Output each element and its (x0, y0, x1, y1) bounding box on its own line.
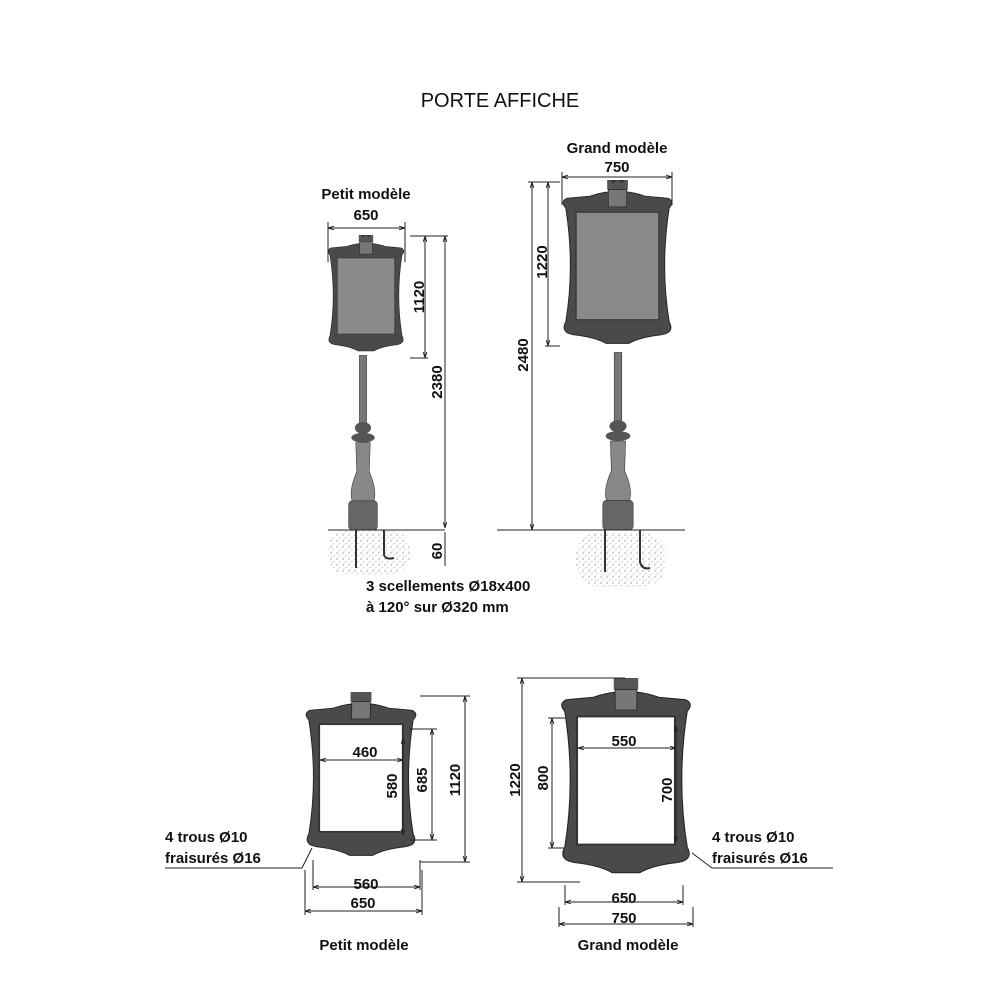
frame-large-total-width: 750 (611, 910, 636, 927)
elevation-small-label: Petit modèle (321, 186, 410, 203)
frame-small-label: Petit modèle (319, 937, 408, 954)
soil-icon (328, 530, 410, 575)
frame-small-inner-width: 460 (352, 744, 377, 761)
elevation-large-label: Grand modèle (567, 140, 668, 157)
frame-large-hole-spacing-v: 800 (535, 765, 552, 790)
frame-large-detail-icon (560, 678, 692, 874)
frame-small-holes-note-line2: fraisurés Ø16 (165, 850, 261, 867)
elevation-large-total-height: 2480 (515, 338, 532, 371)
frame-small-total-height: 1120 (447, 764, 464, 797)
anchoring-note-line1: 3 scellements Ø18x400 (366, 578, 530, 595)
frame-small-hole-spacing-v: 685 (414, 767, 431, 792)
post-large (602, 352, 634, 530)
frame-large-inner-width: 550 (611, 733, 636, 750)
elevation-large-panel-height: 1220 (534, 245, 551, 278)
frame-small-inner-height: 580 (384, 773, 401, 798)
page-title: PORTE AFFICHE (421, 90, 580, 112)
frame-small-hole-spacing-h: 560 (353, 876, 378, 893)
frame-large-total-height: 1220 (507, 763, 524, 796)
frame-large-icon (562, 180, 673, 344)
frame-small-icon (327, 235, 405, 352)
elevation-small: Petit modèle 650 1120 2380 60 (321, 186, 448, 575)
elevation-large: Grand modèle 750 1220 2480 (497, 140, 685, 587)
frame-large-inner-height: 700 (659, 777, 676, 802)
frame-small-holes-note-line1: 4 trous Ø10 (165, 829, 248, 846)
elevation-large-width: 750 (604, 159, 629, 176)
frame-large-label: Grand modèle (578, 937, 679, 954)
frame-detail-small: 460 580 685 1120 560 650 4 trous Ø10 fra… (165, 692, 470, 954)
elevation-small-embed-depth: 60 (429, 543, 446, 560)
frame-large-holes-note-line2: fraisurés Ø16 (712, 850, 808, 867)
anchoring-note-line2: à 120° sur Ø320 mm (366, 599, 509, 616)
elevation-small-width: 650 (353, 207, 378, 224)
post-small (348, 355, 378, 530)
elevation-small-total-height: 2380 (429, 365, 446, 398)
soil-icon (576, 532, 666, 587)
frame-large-hole-spacing-h: 650 (611, 890, 636, 907)
frame-small-total-width: 650 (350, 895, 375, 912)
frame-detail-large: 550 700 800 1220 650 750 4 trous Ø10 fra… (507, 677, 833, 954)
frame-large-holes-note-line1: 4 trous Ø10 (712, 829, 795, 846)
elevation-small-panel-height: 1120 (411, 281, 428, 314)
